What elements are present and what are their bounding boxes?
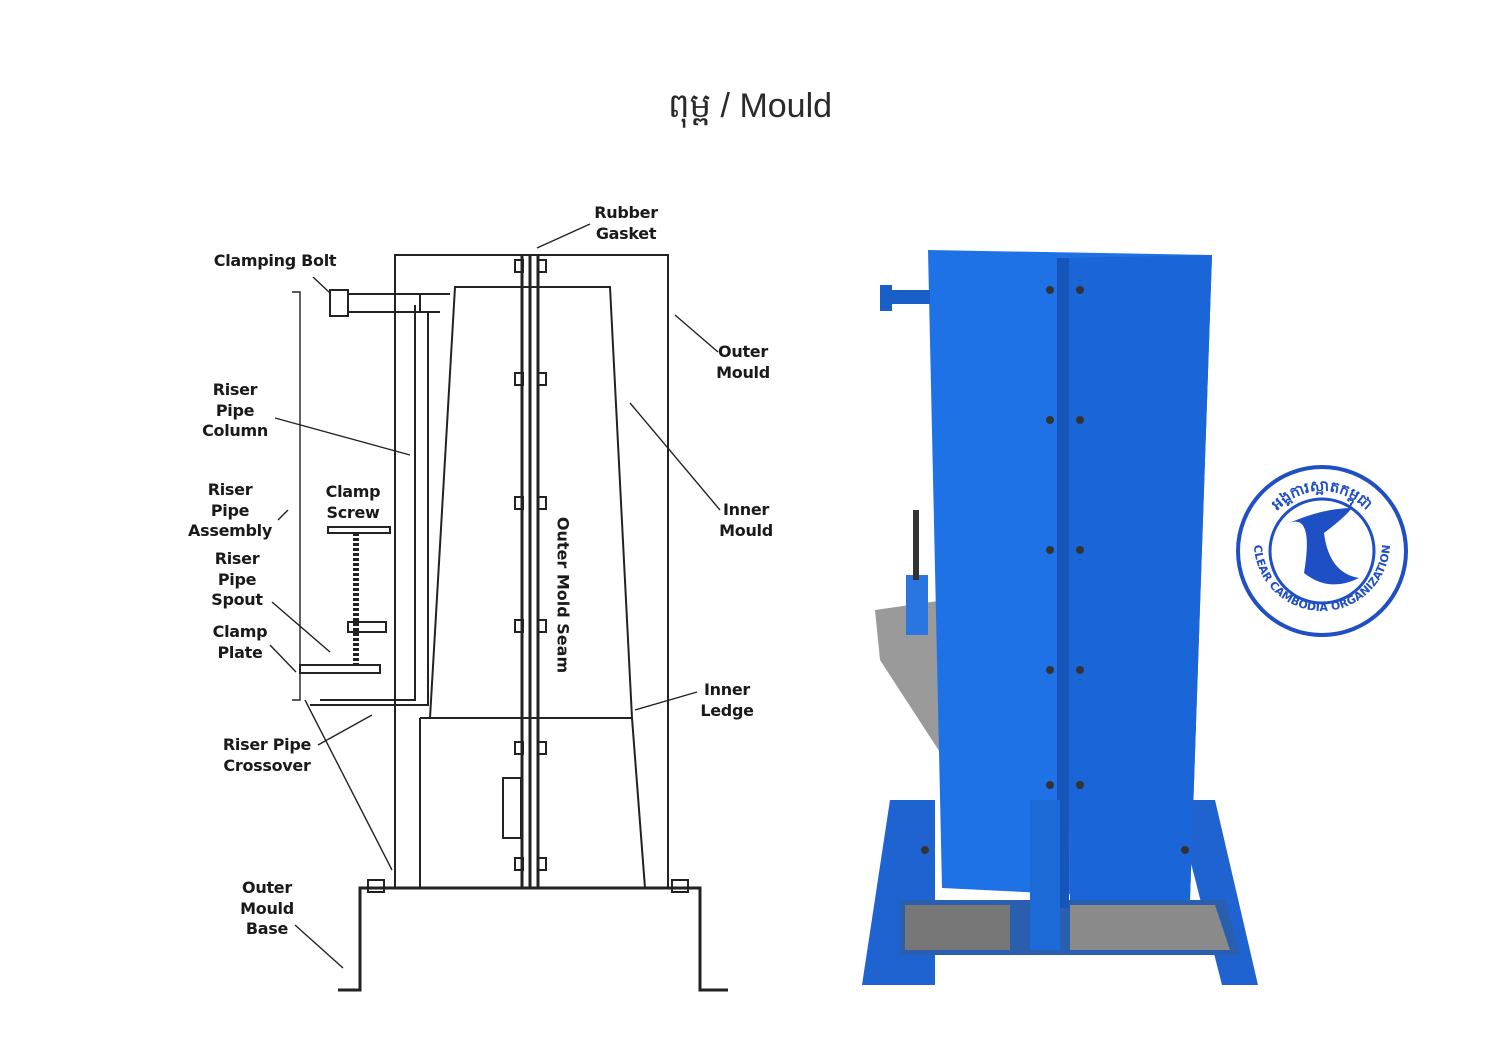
label-line: Column (202, 421, 268, 440)
label-line: Mould (716, 362, 770, 382)
label-line: Riser (207, 480, 253, 499)
photo-plate (875, 600, 945, 760)
label-line: Mould (719, 520, 773, 540)
label-line: Plate (217, 642, 263, 662)
label-line: Inner (704, 680, 750, 699)
outer-mould-base-outline (338, 886, 728, 992)
label-line: Mould (240, 898, 294, 918)
organization-stamp: អង្គការស្អាតកម្ពុជា CLEAR CAMBODIA ORGAN… (1234, 463, 1410, 639)
label-line: Base (245, 919, 289, 938)
label-line: Pipe (215, 400, 255, 420)
label-line: Riser (214, 549, 260, 568)
label-line: Pipe (217, 569, 257, 589)
stamp-bird-logo (1289, 508, 1359, 585)
label-clamping-bolt: Clamping Bolt (213, 251, 337, 272)
label-line: Inner (723, 500, 769, 519)
stamp-khmer-text: អង្គការស្អាតកម្ពុជា (1268, 477, 1376, 514)
label-line: Rubber (594, 203, 658, 222)
label-line: Pipe (210, 500, 250, 520)
label-line: Spout (211, 590, 263, 609)
photo-base-left-leg (862, 800, 935, 985)
page-title: ពុម្ព / Mould (667, 87, 833, 125)
leader-lines (269, 223, 721, 969)
riser-pipe (310, 305, 429, 706)
label-line: Clamping Bolt (213, 251, 337, 270)
label-line: Gasket (595, 223, 657, 243)
label-line: Outer (242, 878, 292, 897)
label-line: Screw (326, 502, 380, 522)
label-line: Ledge (700, 700, 754, 720)
photo-base-right-leg (1175, 800, 1258, 985)
mould-seam (520, 255, 540, 888)
label-line: Clamp (212, 622, 268, 641)
seam-bolts (514, 259, 547, 871)
label-line: Riser (212, 380, 258, 399)
label-line: Clamp (325, 482, 381, 501)
label-line: Assembly (188, 521, 272, 540)
label-line: Riser Pipe (222, 735, 312, 754)
label-line: Outer (718, 342, 768, 361)
label-line: Crossover (223, 755, 311, 775)
